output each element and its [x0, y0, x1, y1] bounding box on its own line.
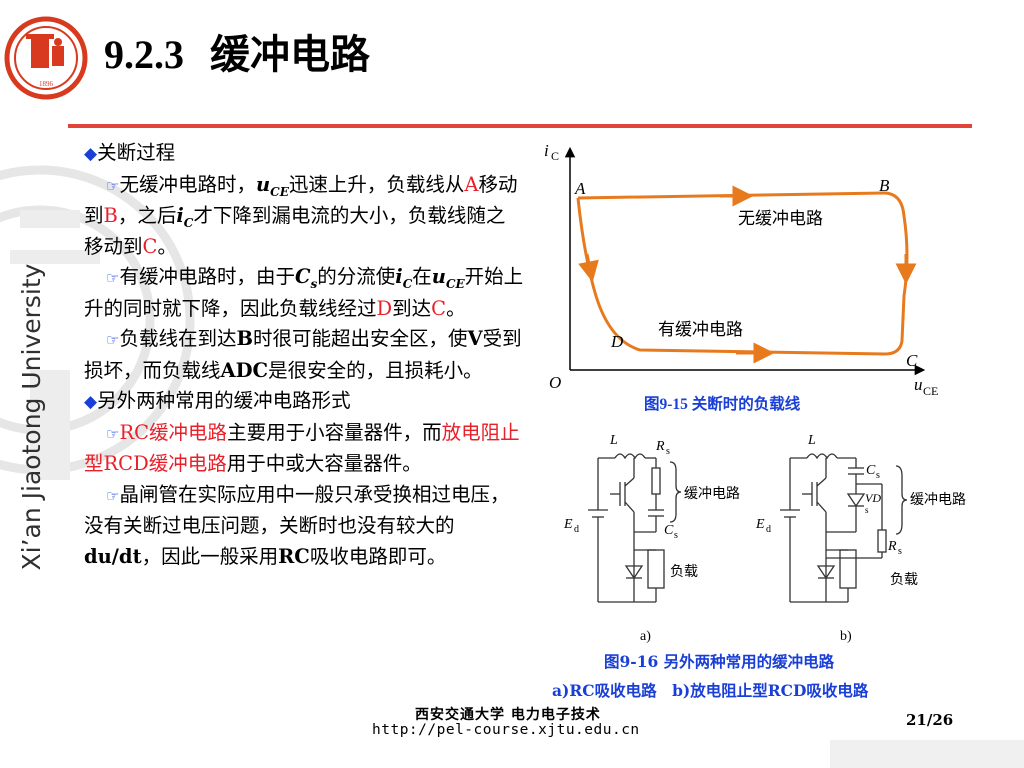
point-c-label: C — [906, 351, 918, 370]
paragraph-safe-area: ☞负载线在到达B时很可能超出安全区，使V受到损坏，而负载线ADC是很安全的，且损… — [84, 327, 522, 382]
section-turnoff: ◆关断过程 — [84, 138, 524, 170]
snubber-circuits-diagram: L R s C s E d 缓冲电路 负载 a) — [563, 433, 966, 644]
x-axis-label: u — [914, 375, 923, 394]
load-label-a: 负载 — [670, 564, 698, 580]
with-snubber-curve — [576, 197, 886, 356]
circuit-a — [588, 453, 682, 603]
title-divider — [68, 124, 972, 128]
source-sub-b: d — [766, 524, 771, 535]
x-axis-sub: CE — [923, 384, 938, 398]
capacitor-label-a: C — [664, 523, 674, 538]
resistor-label-a: R — [655, 439, 665, 454]
circuit-b-label: b) — [840, 629, 852, 644]
slide-body: ◆关断过程 ☞无缓冲电路时，uCE迅速上升，负载线从A移动到B，之后iC才下降到… — [84, 138, 524, 572]
title-number: 9.2.3 — [104, 32, 184, 77]
load-label-b: 负载 — [890, 572, 918, 588]
snubber-label-b: 缓冲电路 — [910, 492, 966, 508]
no-snubber-label: 无缓冲电路 — [738, 209, 823, 228]
section-title: 关断过程 — [97, 141, 176, 164]
y-axis-sub: C — [551, 149, 559, 163]
pointing-hand-icon: ☞ — [106, 269, 120, 287]
point-b-label: B — [879, 176, 890, 195]
circuit-b — [780, 453, 908, 603]
figure-9-16-caption: 图9-16 另外两种常用的缓冲电路 — [604, 652, 835, 671]
diamond-bullet-icon: ◆ — [84, 392, 98, 412]
inductor-label-b: L — [807, 433, 816, 448]
paragraph-thyristor: ☞晶闸管在实际应用中一般只承受换相过电压，没有关断过电压问题，关断时也没有较大的… — [84, 482, 510, 568]
capacitor-sub-b: s — [876, 470, 880, 481]
y-axis-label: i — [544, 141, 549, 160]
pointing-hand-icon: ☞ — [106, 331, 120, 349]
resistor-sub-a: s — [666, 446, 670, 457]
origin-label: O — [549, 373, 561, 392]
section-title: 另外两种常用的缓冲电路形式 — [97, 389, 351, 412]
page-number: 21/26 — [906, 711, 954, 729]
pointing-hand-icon: ☞ — [106, 176, 120, 195]
snubber-label-a: 缓冲电路 — [684, 486, 740, 502]
paragraph-no-snubber: ☞无缓冲电路时，uCE迅速上升，负载线从A移动到B，之后iC才下降到漏电流的大小… — [84, 172, 518, 258]
footer-organization: 西安交通大学 电力电子技术 — [415, 707, 601, 723]
figure-9-15-caption: 图9-15 关断时的负载线 — [644, 394, 801, 413]
circuit-a-label: a) — [640, 629, 651, 644]
diamond-bullet-icon: ◆ — [84, 144, 98, 164]
pointing-hand-icon: ☞ — [106, 486, 120, 505]
slide-title: 9.2.3 缓冲电路 — [104, 22, 370, 80]
logo-year: 1896 — [39, 80, 54, 88]
source-sub-a: d — [574, 524, 579, 535]
university-side-text: Xi’an Jiaotong University — [17, 263, 46, 571]
pointing-hand-icon: ☞ — [106, 424, 120, 443]
figure-9-16-subcaption: a)RC吸收电路 b)放电阻止型RCD吸收电路 — [552, 681, 869, 700]
inductor-label-a: L — [609, 433, 618, 448]
paragraph-rc-rcd: ☞RC缓冲电路主要用于小容量器件，而放电阻止型RCD缓冲电路用于中或大容量器件。 — [84, 420, 520, 476]
diode-label-b: VD — [865, 491, 881, 505]
title-text: 缓冲电路 — [210, 32, 370, 77]
footer-url[interactable]: http://pel-course.xjtu.edu.cn — [372, 722, 640, 738]
resistor-sub-b: s — [898, 546, 902, 557]
university-logo: 1896 — [4, 16, 88, 100]
with-snubber-label: 有缓冲电路 — [658, 320, 743, 339]
source-label-a: E — [563, 517, 573, 532]
diode-sub-b: s — [865, 505, 869, 515]
paragraph-with-snubber: ☞有缓冲电路时，由于Cs的分流使iC在uCE开始上升的同时就下降，因此负载线经过… — [84, 265, 524, 320]
point-a-label: A — [574, 179, 586, 198]
section-other-snubbers: ◆另外两种常用的缓冲电路形式 — [84, 386, 524, 418]
point-d-label: D — [610, 332, 624, 351]
curve-arrow — [578, 253, 599, 283]
source-label-b: E — [755, 517, 765, 532]
resistor-label-b: R — [887, 539, 897, 554]
load-line-diagram: i C u CE O A B C D 无缓冲电路 有缓冲电路 图9-15 关断时… — [544, 141, 938, 413]
capacitor-label-b: C — [866, 463, 876, 478]
capacitor-sub-a: s — [674, 530, 678, 541]
